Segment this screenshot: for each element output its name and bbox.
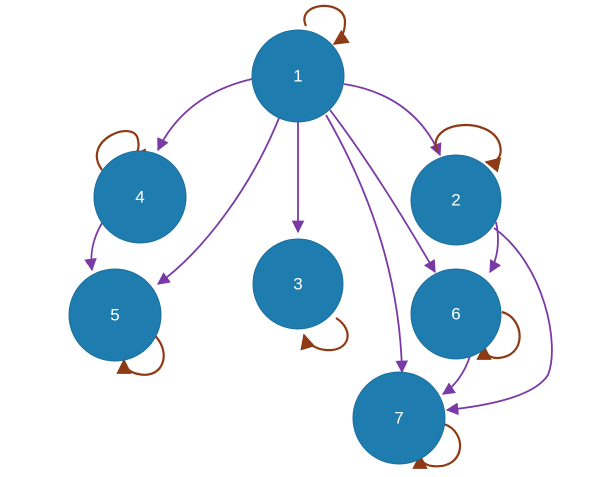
- self-loop-1: [303, 4, 350, 45]
- node-6-circle: [410, 268, 502, 360]
- edge-1-to-5: [156, 117, 280, 285]
- node-6: 6: [410, 268, 502, 360]
- node-3-label: 3: [293, 275, 302, 294]
- self-loop-5: [116, 333, 165, 376]
- node-5-circle: [68, 268, 162, 362]
- nodes: 1 2 3 4 5 6 7: [68, 29, 502, 465]
- node-1: 1: [251, 29, 345, 123]
- edge-4-to-5: [84, 222, 103, 272]
- node-7-label: 7: [394, 409, 403, 428]
- self-loop-2: [434, 124, 502, 173]
- node-2-circle: [410, 154, 502, 246]
- node-7: 7: [352, 371, 446, 465]
- node-3-circle: [252, 238, 344, 330]
- node-2: 2: [410, 154, 502, 246]
- edge-1-to-6: [329, 109, 436, 274]
- node-4-label: 4: [135, 188, 144, 207]
- node-6-label: 6: [451, 305, 460, 324]
- edge-1-to-2: [343, 83, 442, 157]
- node-5: 5: [68, 268, 162, 362]
- edge-6-to-7: [441, 355, 471, 395]
- self-loop-3: [300, 317, 349, 352]
- node-1-label: 1: [293, 67, 302, 86]
- node-7-circle: [352, 371, 446, 465]
- node-4: 4: [93, 150, 187, 244]
- edges: [84, 78, 553, 416]
- node-3: 3: [252, 238, 344, 330]
- self-loop-7: [412, 422, 462, 469]
- node-4-circle: [93, 150, 187, 244]
- edge-2-to-7: [445, 227, 553, 416]
- edge-1-to-4: [157, 78, 253, 152]
- node-2-label: 2: [451, 191, 460, 210]
- self-loop-6: [476, 310, 521, 360]
- node-1-circle: [251, 29, 345, 123]
- edge-1-to-7: [325, 114, 409, 374]
- node-5-label: 5: [110, 306, 119, 325]
- edge-2-to-6: [489, 221, 502, 274]
